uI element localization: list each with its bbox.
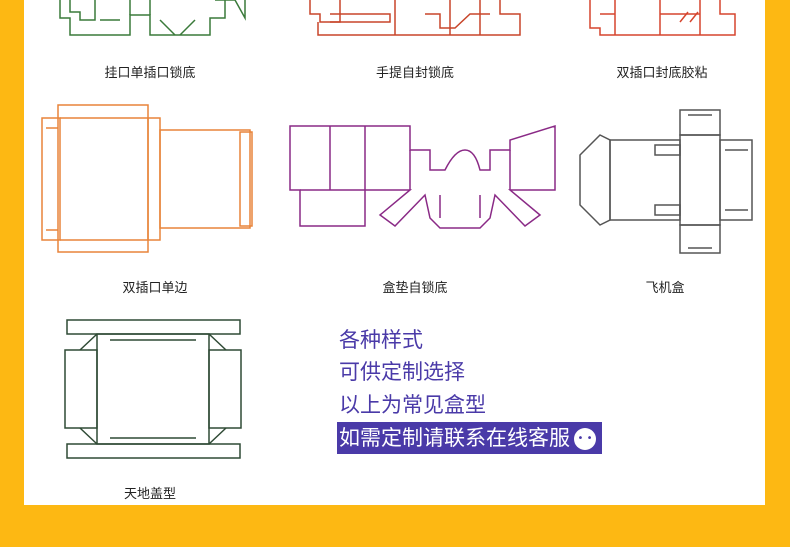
promo-line-4: 如需定制请联系在线客服 (339, 426, 570, 450)
promo-line-3: 以上为常见盒型 (339, 393, 486, 417)
promo-line-2: 可供定制选择 (339, 360, 465, 384)
promo-line-1: 各种样式 (339, 328, 423, 352)
label-box7: 天地盖型 (123, 487, 176, 502)
box6-dieline (579, 109, 753, 254)
label-box1: 挂口单插口锁底 (104, 66, 196, 81)
box5-dieline (289, 124, 556, 229)
label-box5: 盒垫自锁底 (382, 281, 448, 296)
label-box6: 飞机盒 (645, 281, 685, 296)
label-box3: 双插口封底胶粘 (616, 66, 708, 81)
box3-dieline (589, 0, 736, 36)
box7-dieline (64, 319, 242, 459)
label-box4: 双插口单边 (122, 281, 188, 296)
label-box2: 手提自封锁底 (375, 66, 454, 81)
box1-dieline (59, 0, 246, 36)
box4-dieline (41, 104, 253, 253)
chat-bubble-icon[interactable]: • • (574, 428, 596, 450)
promo-contact-banner[interactable]: 如需定制请联系在线客服• • (337, 422, 602, 454)
box2-dieline (309, 0, 521, 36)
